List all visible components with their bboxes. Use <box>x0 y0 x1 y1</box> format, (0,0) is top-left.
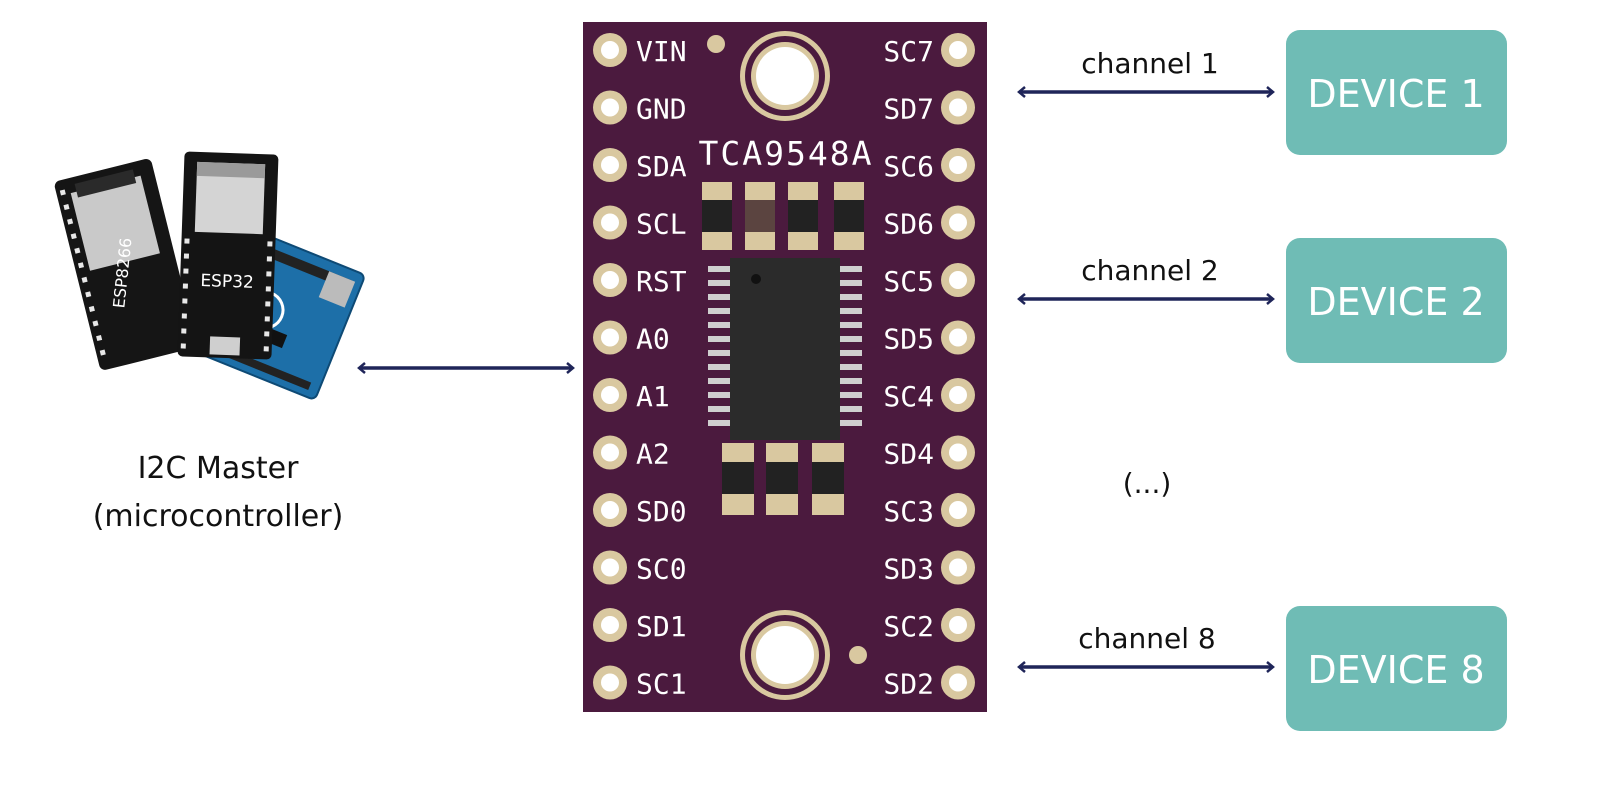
pin-label: SD7 <box>883 93 934 126</box>
pin-label: SC4 <box>883 380 934 413</box>
pin-label: SC7 <box>883 35 934 68</box>
master-label-line2: (microcontroller) <box>93 499 344 534</box>
pin-sc6: SC6 <box>883 148 975 183</box>
pin-label: RST <box>636 265 687 298</box>
pin-label: SD3 <box>883 553 934 586</box>
pin-sd4: SD4 <box>883 435 975 471</box>
pin-gnd: GND <box>593 90 687 126</box>
pin-label: A1 <box>636 380 670 413</box>
pin-a0: A0 <box>593 320 670 356</box>
pin-rst: RST <box>593 263 687 298</box>
board-title: TCA9548A <box>699 134 874 173</box>
channel-8: channel 8 DEVICE 8 <box>1017 606 1507 731</box>
pin-sd6: SD6 <box>883 205 975 241</box>
smd-capacitors-bottom <box>722 443 844 515</box>
pin-label: SC6 <box>883 150 934 183</box>
device-label: DEVICE 8 <box>1307 648 1484 692</box>
channel-2: channel 2 DEVICE 2 <box>1017 238 1507 363</box>
pin-label: SD4 <box>883 438 934 471</box>
esp32-label: ESP32 <box>200 271 254 293</box>
via-top <box>707 35 725 53</box>
device-box <box>1286 606 1507 731</box>
pin-label: SD5 <box>883 323 934 356</box>
tca9548a-board: TCA9548A <box>583 22 987 712</box>
pin-vin: VIN <box>593 33 687 68</box>
tca9548a-chip <box>708 258 862 440</box>
pin-a2: A2 <box>593 435 670 471</box>
pin-label: A0 <box>636 323 670 356</box>
pin-label: SD0 <box>636 495 687 528</box>
device-label: DEVICE 1 <box>1307 72 1484 116</box>
pin-label: SC2 <box>883 610 934 643</box>
pin-label: SC5 <box>883 265 934 298</box>
master-label-line1: I2C Master <box>138 451 300 486</box>
pin-label: SD2 <box>883 668 934 701</box>
pin-label: SC0 <box>636 553 687 586</box>
pin-sc7: SC7 <box>883 33 975 68</box>
pin-a1: A1 <box>593 378 670 413</box>
pin-sd2: SD2 <box>883 665 975 701</box>
pin-sc0: SC0 <box>593 550 687 586</box>
pin-label: VIN <box>636 35 687 68</box>
pin-sc5: SC5 <box>883 263 975 298</box>
pin-scl: SCL <box>593 205 687 241</box>
pin-label: SD6 <box>883 208 934 241</box>
pin-sd1: SD1 <box>593 608 687 643</box>
esp32-board: ESP32 <box>177 151 279 360</box>
microcontroller-illustration: ESP8266 ESP32 <box>54 151 365 400</box>
pin-label: SCL <box>636 208 687 241</box>
pin-label: SDA <box>636 150 687 183</box>
device-label: DEVICE 2 <box>1307 280 1484 324</box>
esp8266-board: ESP8266 <box>54 158 197 370</box>
pin-sc1: SC1 <box>593 665 687 701</box>
pin-sda: SDA <box>593 148 687 183</box>
pin-sd3: SD3 <box>883 550 975 586</box>
device-box <box>1286 238 1507 363</box>
pin-label: A2 <box>636 438 670 471</box>
channel-label: channel 8 <box>1078 622 1216 655</box>
pin-sc2: SC2 <box>883 608 975 643</box>
channel-label: channel 1 <box>1081 47 1219 80</box>
pin-label: GND <box>636 93 687 126</box>
pin-label: SD1 <box>636 610 687 643</box>
via-bottom <box>849 646 867 664</box>
smd-resistors-top <box>702 182 864 250</box>
pin-sc4: SC4 <box>883 378 975 413</box>
channel-label: channel 2 <box>1081 254 1219 287</box>
pin-label: SC3 <box>883 495 934 528</box>
channel-1: channel 1 DEVICE 1 <box>1017 30 1507 155</box>
pin-sd7: SD7 <box>883 90 975 126</box>
pin-label: SC1 <box>636 668 687 701</box>
pin-sc3: SC3 <box>883 493 975 528</box>
pin-sd5: SD5 <box>883 320 975 356</box>
ellipsis: (...) <box>1123 467 1172 500</box>
device-box <box>1286 30 1507 155</box>
pin-sd0: SD0 <box>593 493 687 528</box>
